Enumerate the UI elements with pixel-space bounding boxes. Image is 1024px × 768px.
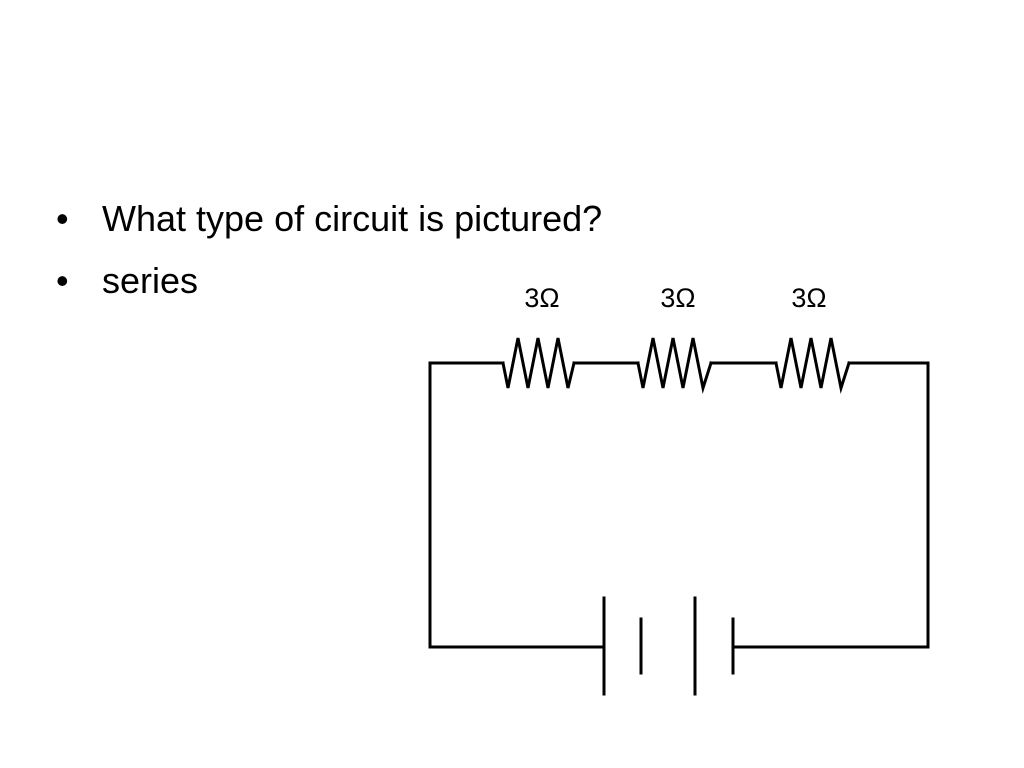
bullet-marker: • [56,260,69,301]
bullet-item-question: • What type of circuit is pictured? [56,188,602,250]
wire-top-left [428,361,606,649]
answer-text: series [102,260,199,301]
bullet-item-answer: • series [56,250,602,312]
resistor-1-zigzag [501,337,576,389]
question-text: What type of circuit is pictured? [102,198,603,239]
resistor-3-label: 3Ω [791,283,826,313]
bullet-marker: • [56,198,69,239]
resistor-2-label: 3Ω [660,283,695,313]
resistor-3-zigzag [774,337,851,394]
resistor-1-label: 3Ω [524,283,559,313]
wire-top-right [731,361,930,649]
bullet-list: • What type of circuit is pictured? • se… [56,188,602,312]
resistor-2-zigzag [636,337,713,394]
